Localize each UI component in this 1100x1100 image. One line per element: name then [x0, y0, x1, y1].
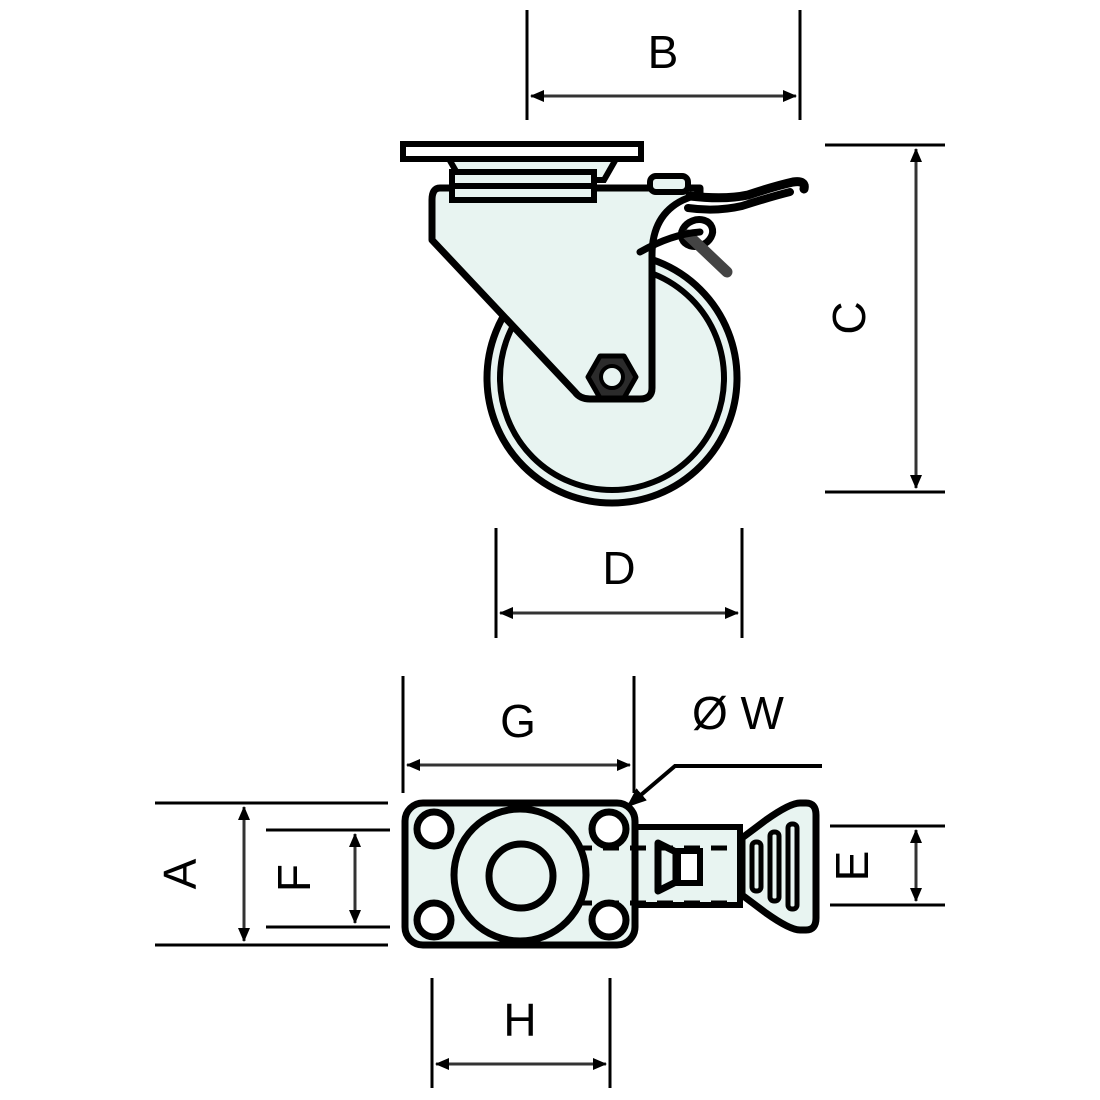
brake-shoe [636, 228, 704, 256]
bolt-hole-bottom-left [413, 899, 455, 941]
top-mounting-plate [400, 141, 644, 162]
swivel-fork [428, 184, 704, 403]
dim-A-label: A [154, 858, 206, 889]
dim-D-label: D [602, 542, 635, 594]
dimension-B: B [525, 10, 802, 120]
brake-lever-assembly [636, 173, 809, 278]
dim-W-label: Ø W [692, 687, 785, 739]
brake-boss [647, 173, 691, 195]
axle-hex-nut [585, 353, 639, 401]
dimension-A: A [154, 801, 388, 947]
mounting-plate-plan [401, 799, 730, 949]
dim-E-label: E [826, 851, 878, 882]
fork-body [428, 184, 704, 403]
dimension-H: H [430, 978, 612, 1088]
brake-pedal-arm-lower [684, 188, 794, 214]
dim-F-label: F [268, 864, 320, 892]
pedal-window [675, 848, 703, 886]
dimension-F: F [266, 828, 390, 929]
dim-B-label: B [648, 26, 679, 78]
dimension-D: D [494, 528, 744, 638]
dim-W-leader-line [626, 764, 822, 808]
brake-pedal-plan [627, 799, 820, 934]
dim-H-label: H [503, 994, 536, 1046]
plan-view [401, 799, 820, 949]
side-elevation-view [400, 141, 809, 507]
bolt-hole-top-left [413, 808, 455, 850]
dim-G-label: G [500, 695, 536, 747]
dimension-G: G [401, 676, 636, 793]
swivel-raceway-band-lower [449, 183, 597, 203]
pad-rib-2 [767, 829, 782, 904]
king-pin-circle [485, 840, 557, 912]
brake-link-rod [682, 229, 733, 278]
pad-rib-3 [785, 821, 800, 912]
mounting-plate-side [400, 141, 644, 203]
hex-nut-bore [599, 364, 625, 390]
bolt-hole-top-right [588, 808, 630, 850]
pad-rib-1 [749, 839, 764, 894]
brake-pedal-arm-upper [685, 177, 809, 203]
dimension-E: E [826, 824, 945, 907]
bolt-hole-bottom-right [588, 899, 630, 941]
dimension-W: Ø W [626, 687, 822, 808]
dimension-C: C [823, 143, 945, 494]
dim-C-label: C [823, 301, 875, 334]
